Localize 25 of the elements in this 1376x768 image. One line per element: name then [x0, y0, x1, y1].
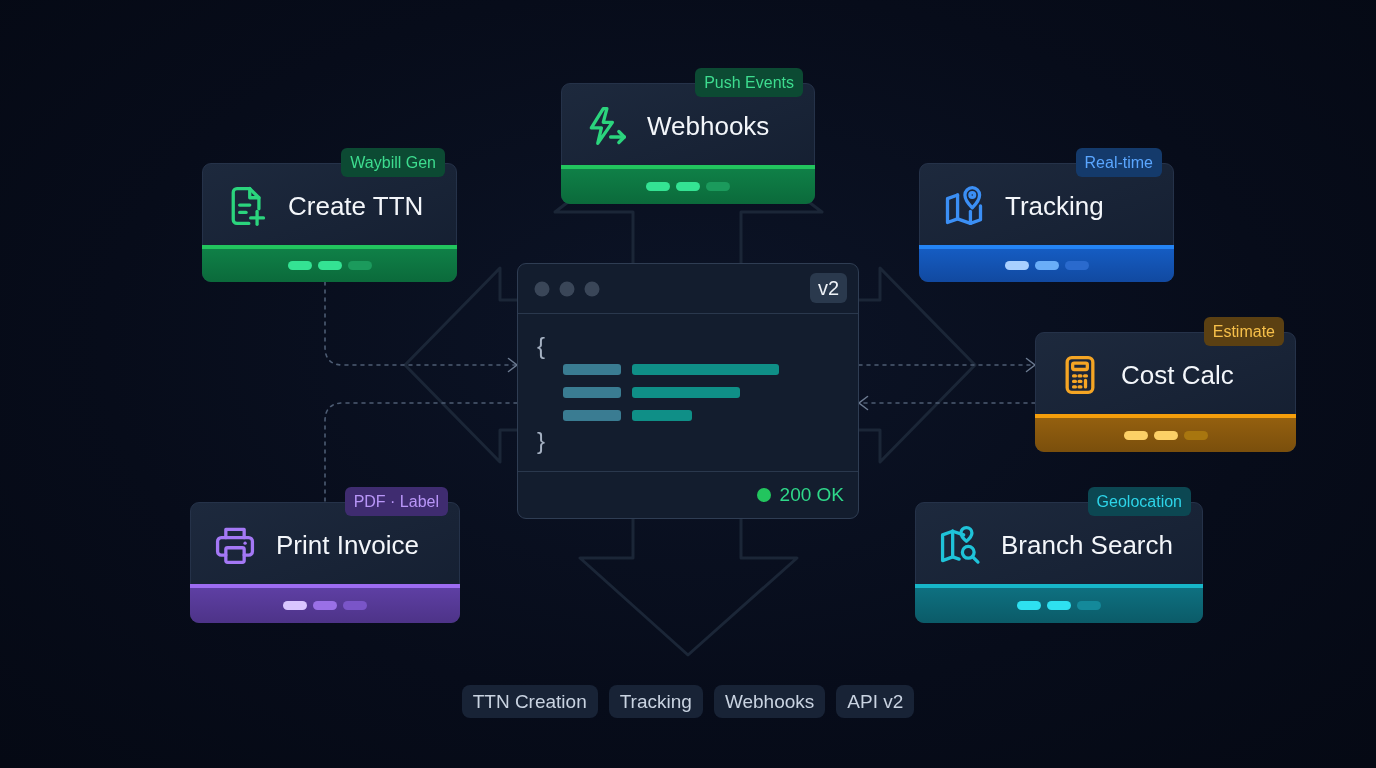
dotted-arrow — [858, 357, 1036, 373]
card-title: Branch Search — [1001, 530, 1173, 560]
category-badge: Estimate — [1203, 317, 1284, 346]
category-badge: Real-time — [1075, 148, 1162, 177]
category-badge: Push Events — [695, 68, 803, 97]
tag-chip: API v2 — [836, 685, 915, 718]
tag-chip: Webhooks — [713, 685, 826, 718]
card-title: Tracking — [1005, 191, 1104, 221]
api-window — [517, 263, 859, 519]
dotted-arrow — [858, 395, 1036, 411]
card-title: Webhooks — [647, 111, 770, 141]
tag-chip: Tracking — [608, 685, 703, 718]
category-badge: PDF · Label — [344, 487, 448, 516]
category-badge: Waybill Gen — [341, 148, 445, 177]
card-title: Print Invoice — [276, 530, 420, 560]
category-badge: Geolocation — [1087, 487, 1191, 516]
card-title: Create TTN — [288, 191, 424, 221]
tag-chip: TTN Creation — [461, 685, 598, 718]
code-brace: { — [537, 332, 545, 360]
status-text: 200 OK — [779, 483, 844, 507]
dotted-arrow — [324, 281, 518, 373]
dotted-connector — [324, 402, 518, 503]
version-badge: v2 — [809, 273, 847, 303]
card-title: Cost Calc — [1121, 360, 1234, 390]
code-brace: } — [537, 427, 545, 455]
